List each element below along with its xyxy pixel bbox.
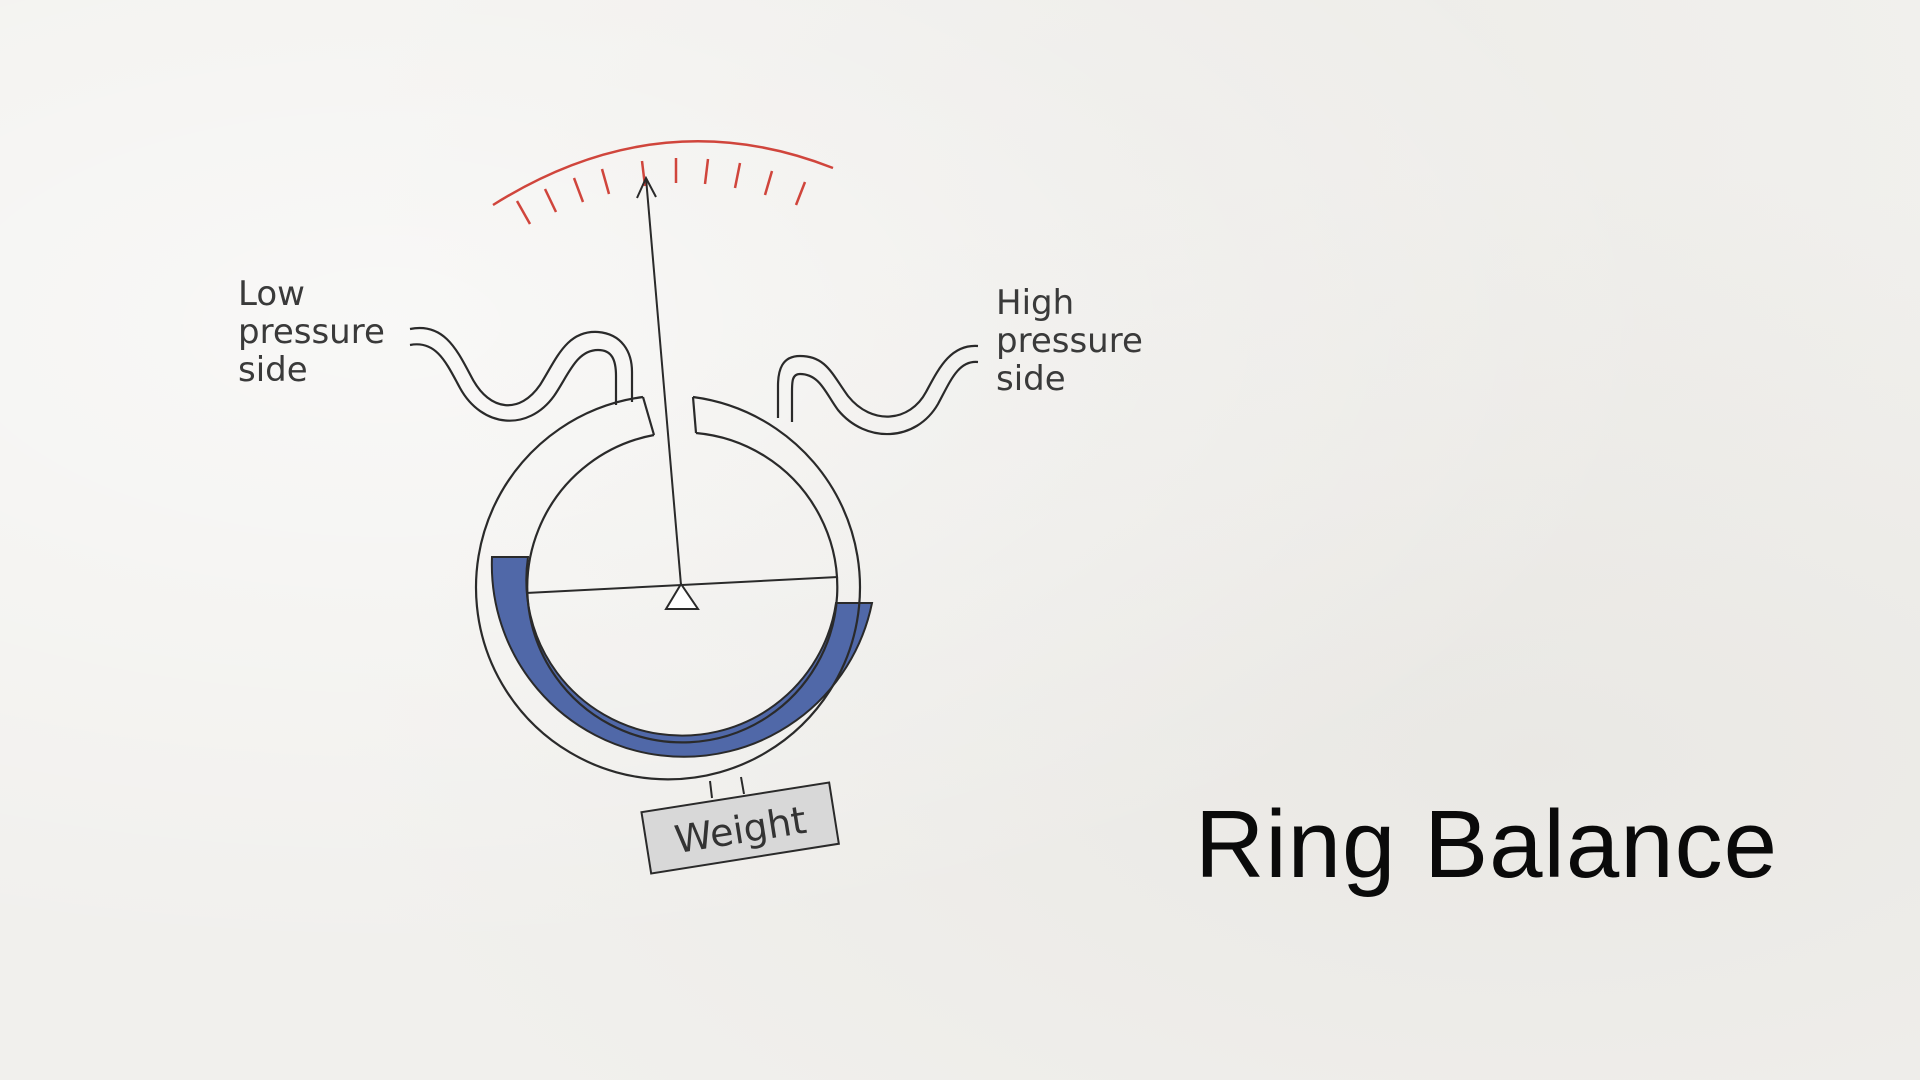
low-pressure-label: Low pressure side — [238, 274, 396, 390]
high-pressure-tube-inner — [790, 360, 979, 436]
sealing-fluid — [490, 556, 874, 758]
ring-tube-inner — [526, 431, 839, 744]
pointer-arrowhead — [636, 175, 657, 199]
high-label-line-2: pressure — [996, 321, 1143, 361]
weight-hanger-right — [740, 776, 745, 795]
pointer — [645, 177, 682, 586]
high-pressure-tube — [776, 344, 979, 418]
weight-hanger-left — [709, 780, 713, 799]
partition-left — [641, 396, 656, 436]
scale-arc — [492, 140, 834, 207]
ring-tube-outer — [474, 395, 862, 781]
slide-title: Ring Balance — [1195, 791, 1779, 898]
low-label-line-1: Low — [238, 274, 305, 314]
weight-box: Weight — [640, 781, 840, 875]
low-pressure-tube — [409, 326, 634, 407]
high-label-line-3: side — [996, 359, 1066, 399]
low-label-line-3: side — [238, 350, 308, 390]
pivot-knife-edge — [664, 582, 700, 610]
scale-ticks — [515, 158, 807, 225]
low-label-line-2: pressure — [238, 312, 385, 352]
low-pressure-tube-inner — [409, 343, 618, 422]
high-label-line-1: High — [996, 283, 1074, 323]
high-pressure-label: High pressure side — [996, 283, 1154, 399]
high-pressure-partition-cap — [693, 418, 778, 432]
partition-right — [691, 396, 698, 434]
